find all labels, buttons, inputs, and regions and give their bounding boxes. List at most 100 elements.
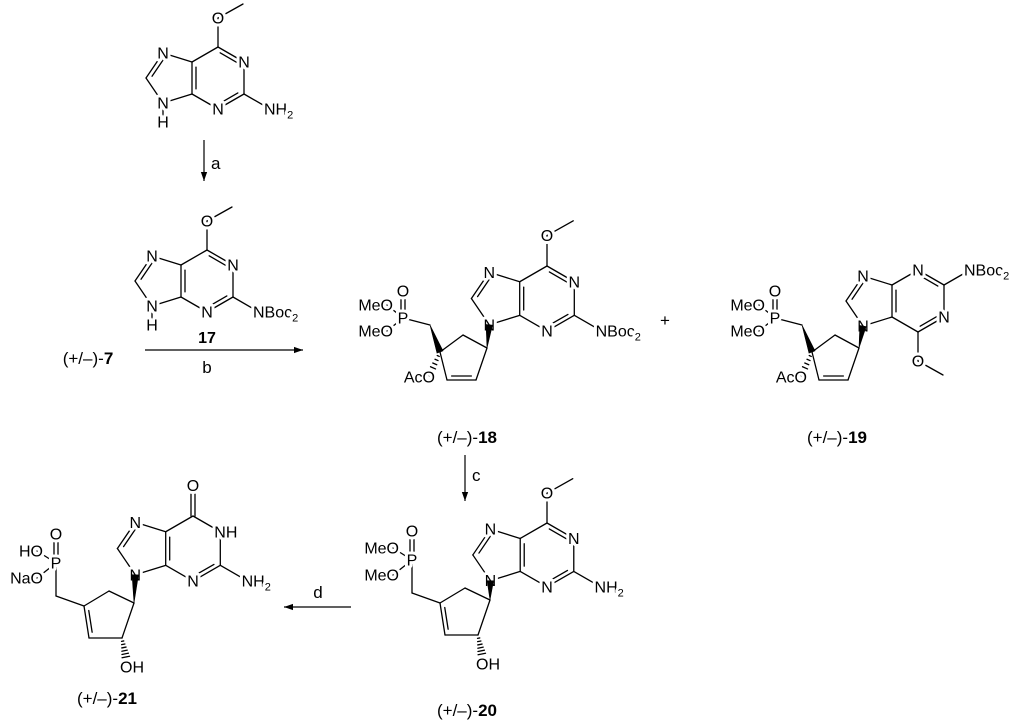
bond <box>462 334 488 349</box>
double-bond <box>206 249 234 266</box>
amino-bond <box>573 314 603 332</box>
hashed-bond-oac <box>425 354 440 378</box>
bond <box>519 522 548 540</box>
hashed-bond-oh <box>476 637 487 656</box>
phosphoryl-oxygen: O <box>397 284 409 301</box>
bond <box>392 547 413 561</box>
bond <box>151 255 182 266</box>
nitrogen-label: N <box>157 96 169 113</box>
substituent-label: NBoc2 <box>596 324 641 344</box>
wedge-bond-n <box>486 580 494 601</box>
wedge-bond-n <box>131 574 139 604</box>
nitrogen-label: N <box>187 574 199 591</box>
phosphoryl-oxygen: O <box>50 527 62 544</box>
phosphonate-o-label: MeO <box>364 541 399 558</box>
hydroxyl-label: OH <box>476 657 500 674</box>
alkene-bond-inner <box>444 606 449 630</box>
methoxy-label: MeO <box>358 298 393 315</box>
bond <box>489 570 521 582</box>
acetoxy-label: AcO <box>776 370 807 387</box>
bond <box>134 564 167 576</box>
nh-label: NH <box>214 524 237 541</box>
amino-bond <box>573 570 602 588</box>
bond <box>847 347 860 381</box>
bond <box>165 515 194 533</box>
bond <box>845 300 864 327</box>
bond <box>439 351 448 381</box>
amino-bond <box>243 93 271 110</box>
nitrogen-label: N <box>912 263 924 280</box>
methyl-bond <box>917 360 944 376</box>
compound-7-label: (+/–)-7 <box>63 349 114 368</box>
substituent-label: NBoc2 <box>253 305 298 325</box>
bond <box>162 52 193 63</box>
double-bond-inner <box>478 534 492 554</box>
double-bond <box>116 521 136 550</box>
nitrogen-label: N <box>541 324 553 341</box>
substituent-label: NH2 <box>595 579 624 599</box>
hash-line <box>436 354 440 358</box>
bond <box>36 550 57 564</box>
double-bond <box>546 570 575 588</box>
bond <box>477 599 491 636</box>
double-bond <box>217 46 245 63</box>
hash-line <box>427 369 435 374</box>
bond <box>439 587 466 604</box>
double-bond-inner <box>548 271 569 284</box>
double-bond-inner <box>548 569 569 582</box>
bond <box>489 528 521 540</box>
double-bond <box>472 528 492 556</box>
oxygen-label: O <box>212 11 224 28</box>
wedge-bond-n <box>858 325 867 349</box>
double-bond <box>546 522 575 540</box>
alkene-bond <box>83 605 90 639</box>
double-bond-inner <box>919 315 939 327</box>
methyl-bond <box>217 3 244 19</box>
hash-line <box>797 373 806 378</box>
double-bond <box>145 52 164 79</box>
hydrogen-label: H <box>157 115 169 132</box>
bond <box>134 521 167 533</box>
bond <box>774 317 803 326</box>
bond <box>811 351 820 381</box>
double-bond-inner <box>548 313 569 326</box>
double-bond-inner <box>122 528 137 548</box>
bond <box>162 93 193 104</box>
phosphonate-o-label: NaO <box>10 571 43 588</box>
hash-line <box>121 646 127 649</box>
nitrogen-label: N <box>157 46 169 63</box>
hash-line <box>425 373 434 378</box>
oxygen-label: O <box>201 214 213 231</box>
double-bond-inner <box>851 281 865 300</box>
bond <box>862 275 893 286</box>
phosphonate-o-label: MeO <box>364 568 399 585</box>
reagent-c: c <box>472 466 481 485</box>
hashed-bond-oac <box>797 354 812 378</box>
double-bond-inner <box>919 275 939 287</box>
nitrogen-label: N <box>541 579 553 596</box>
phosphorus-label: P <box>770 311 781 328</box>
nitrogen-label: N <box>483 265 495 282</box>
compound-17-label: 17 <box>198 330 216 347</box>
bond <box>116 547 136 576</box>
nitrogen-label: N <box>129 515 141 532</box>
bond <box>519 570 548 588</box>
methyl-bond <box>546 220 574 237</box>
phosphonate-o-label: HO <box>19 544 43 561</box>
substituent-label: NH2 <box>264 102 293 122</box>
nitrogen-label: N <box>938 310 950 327</box>
bond <box>392 559 413 576</box>
double-bond-inner <box>151 58 165 77</box>
bond <box>862 316 893 327</box>
compound-21-label: (+/–)-21 <box>77 689 137 708</box>
bond <box>191 93 219 110</box>
bond <box>36 562 57 579</box>
methoxy-label: MeO <box>358 324 393 341</box>
bond <box>180 249 208 266</box>
oxygen-label: O <box>187 478 199 495</box>
nitrogen-label: N <box>485 522 497 539</box>
double-bond-inner <box>548 528 569 541</box>
double-bond <box>917 316 945 333</box>
double-bond <box>546 314 575 332</box>
